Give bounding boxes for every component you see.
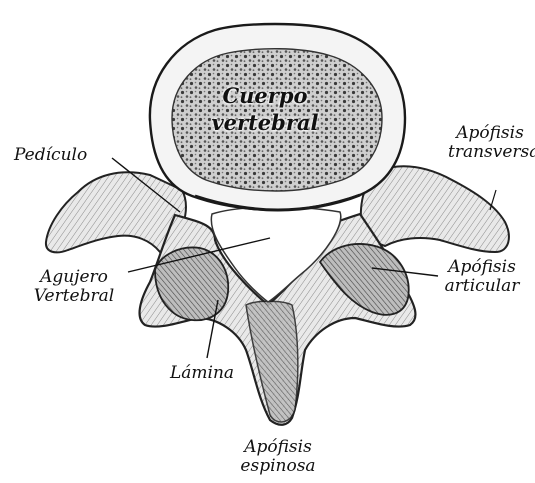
label-apofisis-espinosa: Apófisis espinosa [228,438,328,476]
label-cuerpo-vertebral: Cuerpo vertebral [195,82,335,136]
label-agujero-vertebral: Agujero Vertebral [20,268,128,306]
label-lamina: Lámina [170,364,234,383]
label-apofisis-transversa: Apófisis transversa [448,124,532,162]
label-apofisis-articular: Apófisis articular [432,258,532,296]
label-pediculo: Pedículo [14,146,87,165]
